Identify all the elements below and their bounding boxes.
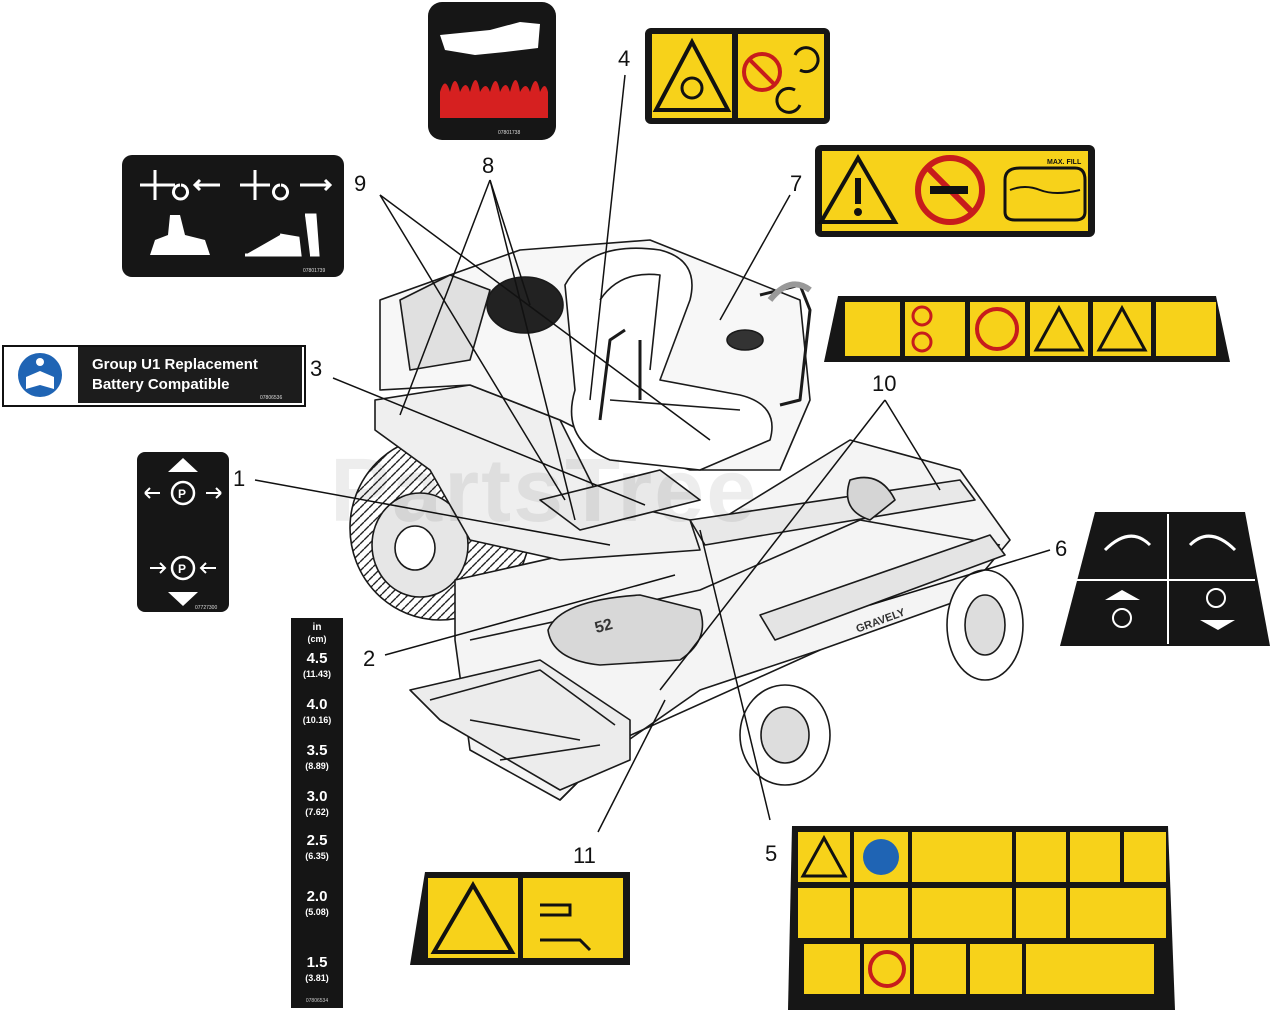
no-riders-icon bbox=[868, 950, 906, 988]
hoc-part-number: 07806534 bbox=[305, 998, 329, 1004]
turn-right-icon bbox=[1188, 534, 1237, 552]
callout-3: 3 bbox=[310, 356, 323, 381]
watermark: PartsTree bbox=[330, 441, 759, 541]
svg-text:P: P bbox=[178, 562, 186, 576]
read-manual-icon bbox=[863, 839, 899, 875]
hot-surface-decal bbox=[428, 2, 556, 140]
fuel-cap bbox=[726, 329, 764, 351]
operator-seat bbox=[564, 247, 773, 471]
entanglement-decal bbox=[645, 28, 830, 124]
battery-decal-line2: Battery Compatible bbox=[92, 376, 230, 393]
height-of-cut-decal: in (cm) 4.5(11.43) 4.0(10.16) 3.5(8.89) … bbox=[291, 618, 343, 1008]
engine-fan bbox=[486, 276, 564, 334]
hoc-row: 3.5(8.89) bbox=[305, 742, 329, 771]
lever-engaged-icon bbox=[140, 170, 220, 201]
callout-9: 9 bbox=[354, 171, 367, 196]
callout-4: 4 bbox=[618, 46, 631, 71]
arrow-up-icon bbox=[168, 458, 198, 472]
battery-decal-text: Group U1 Replacement Battery Compatible bbox=[78, 347, 302, 403]
hoc-row: 3.0(7.62) bbox=[305, 788, 329, 817]
max-fill-label: MAX. FILL bbox=[1047, 159, 1082, 166]
hoc-row: 4.0(10.16) bbox=[302, 696, 332, 725]
hand-icon bbox=[440, 22, 540, 55]
no-hands-icon bbox=[911, 305, 933, 327]
operator-on-mower-icon bbox=[150, 215, 210, 255]
hoc-unit-in: in bbox=[312, 622, 322, 633]
battery-decal: Group U1 Replacement Battery Compatible … bbox=[2, 345, 306, 407]
part-number: 07801738 bbox=[498, 130, 520, 136]
hoc-row: 1.5(3.81) bbox=[305, 954, 329, 983]
attachment-lever-decal bbox=[122, 155, 344, 277]
rotation-icon bbox=[775, 46, 820, 114]
read-manual-icon bbox=[18, 353, 62, 397]
callout-5: 5 bbox=[765, 841, 778, 866]
turn-left-icon bbox=[1103, 534, 1152, 552]
warning-triangle-icon bbox=[1096, 304, 1148, 352]
front-frame bbox=[759, 534, 1006, 641]
callout-6: 6 bbox=[1055, 536, 1068, 561]
brake-released-icon bbox=[170, 555, 196, 581]
warning-triangle-icon bbox=[1033, 304, 1085, 352]
heat-flames-icon bbox=[440, 80, 548, 118]
chute-lowered-icon bbox=[540, 903, 592, 952]
discharge-warning-decal bbox=[410, 872, 630, 965]
parking-brake-decal: P P bbox=[137, 452, 229, 612]
part-number: 07727300 bbox=[195, 605, 217, 611]
lever-disengaged-icon bbox=[240, 170, 333, 201]
warning-triangle-icon bbox=[430, 881, 516, 954]
control-levers bbox=[598, 328, 642, 421]
callout-8: 8 bbox=[482, 153, 495, 178]
brake-engaged-icon bbox=[170, 480, 196, 506]
callout-11: 11 bbox=[573, 843, 596, 868]
callout-1: 1 bbox=[233, 466, 246, 491]
discharge-chute bbox=[409, 659, 631, 791]
no-step-icon bbox=[975, 307, 1019, 351]
operator-pushing-icon bbox=[245, 213, 320, 257]
callout-10: 10 bbox=[872, 371, 897, 396]
hoc-unit-cm: (cm) bbox=[307, 634, 327, 644]
svg-text:P: P bbox=[178, 487, 186, 501]
fuel-tank-icon bbox=[1003, 166, 1087, 222]
callout-2: 2 bbox=[363, 646, 376, 671]
warning-triangle-icon bbox=[800, 834, 848, 878]
warning-triangle-icon bbox=[652, 37, 732, 112]
part-number: 07801739 bbox=[303, 268, 325, 274]
safety-strip-decal bbox=[824, 296, 1230, 362]
hoc-row: 2.5(6.35) bbox=[305, 832, 329, 861]
battery-decal-line1: Group U1 Replacement bbox=[92, 356, 258, 373]
warning-triangle-icon bbox=[817, 154, 899, 224]
hoc-row: 2.0(5.08) bbox=[305, 888, 329, 917]
arrow-down-icon bbox=[168, 592, 198, 606]
battery-part-number: 07806536 bbox=[260, 395, 283, 401]
fuel-warning-decal: MAX. FILL bbox=[815, 145, 1095, 237]
deck-pulley-cover bbox=[547, 594, 704, 666]
no-hands-icon bbox=[742, 52, 782, 92]
leader-lines bbox=[254, 74, 1051, 833]
neutral-icon bbox=[1206, 588, 1226, 608]
no-smoking-icon bbox=[915, 155, 985, 225]
callout-7: 7 bbox=[790, 171, 803, 196]
operator-safety-decal bbox=[788, 826, 1175, 1010]
drive-motion-decal bbox=[1060, 512, 1270, 646]
hoc-row: 4.5(11.43) bbox=[302, 650, 332, 679]
neutral-icon bbox=[1112, 608, 1132, 628]
